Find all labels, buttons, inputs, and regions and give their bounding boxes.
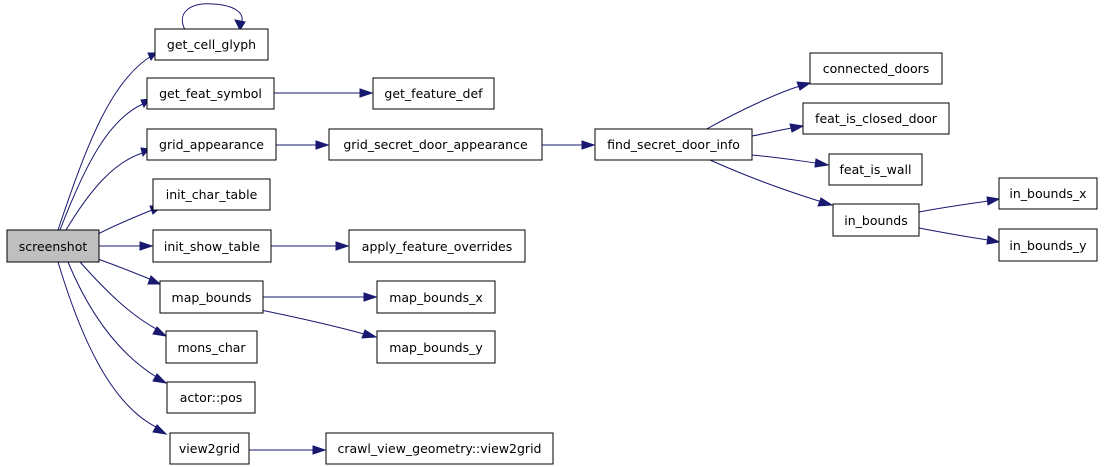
nodes: screenshot get_cell_glyph get_feat_symbo…	[6, 28, 1098, 465]
edge-init-show-table-apply-feature-overrides	[271, 241, 350, 251]
node-map-bounds-y[interactable]: map_bounds_y	[376, 330, 496, 364]
edge-screenshot-get-cell-glyph	[57, 52, 157, 231]
node-actor-pos-label: actor::pos	[180, 390, 243, 405]
node-map-bounds-label: map_bounds	[172, 290, 252, 305]
node-get-feat-symbol[interactable]: get_feat_symbol	[146, 77, 275, 110]
node-find-secret-door-info-label: find_secret_door_info	[607, 137, 740, 152]
node-find-secret-door-info[interactable]: find_secret_door_info	[594, 128, 753, 161]
node-view2grid[interactable]: view2grid	[169, 432, 250, 465]
edge-find-secret-door-info-feat-is-closed-door	[751, 123, 805, 137]
node-mons-char[interactable]: mons_char	[165, 330, 258, 364]
node-feat-is-wall-label: feat_is_wall	[840, 162, 912, 177]
node-apply-feature-overrides-label: apply_feature_overrides	[362, 239, 512, 254]
edge-screenshot-grid-appearance	[65, 147, 150, 231]
node-screenshot[interactable]: screenshot	[6, 229, 100, 263]
edge-map-bounds-map-bounds-x	[263, 292, 378, 302]
node-connected-doors-label: connected_doors	[823, 61, 930, 76]
node-init-char-table[interactable]: init_char_table	[152, 178, 271, 211]
node-map-bounds-x-label: map_bounds_x	[389, 290, 483, 305]
node-in-bounds-x-label: in_bounds_x	[1009, 186, 1086, 201]
node-in-bounds-y[interactable]: in_bounds_y	[998, 228, 1098, 262]
edge-screenshot-get-feat-symbol	[59, 98, 150, 231]
node-in-bounds[interactable]: in_bounds	[832, 203, 920, 237]
node-grid-secret-door-appearance[interactable]: grid_secret_door_appearance	[328, 128, 543, 161]
edge-get-cell-glyph-self	[182, 3, 246, 32]
node-actor-pos[interactable]: actor::pos	[166, 381, 256, 414]
edge-map-bounds-map-bounds-y	[255, 308, 378, 339]
node-init-show-table-label: init_show_table	[164, 239, 261, 254]
edge-grid-appearance-grid-secret-door-appearance	[276, 140, 330, 150]
node-init-char-table-label: init_char_table	[166, 187, 258, 202]
node-get-cell-glyph[interactable]: get_cell_glyph	[154, 28, 269, 61]
node-in-bounds-y-label: in_bounds_y	[1009, 238, 1087, 253]
edge-grid-secret-door-appearance-find-secret-door-info	[542, 140, 596, 150]
node-grid-appearance[interactable]: grid_appearance	[146, 128, 277, 161]
edge-find-secret-door-info-connected-doors	[704, 81, 812, 131]
edge-screenshot-actor-pos	[67, 261, 168, 384]
edge-in-bounds-in-bounds-x	[918, 196, 1001, 213]
node-connected-doors[interactable]: connected_doors	[809, 52, 943, 85]
node-init-show-table[interactable]: init_show_table	[152, 229, 272, 263]
node-screenshot-label: screenshot	[19, 239, 88, 254]
node-feat-is-closed-door[interactable]: feat_is_closed_door	[802, 102, 950, 135]
edge-screenshot-map-bounds	[97, 258, 162, 285]
node-crawl-view-geometry-view2grid-label: crawl_view_geometry::view2grid	[338, 441, 542, 456]
edge-screenshot-init-show-table	[99, 241, 154, 251]
edge-find-secret-door-info-feat-is-wall	[751, 154, 830, 168]
node-get-cell-glyph-label: get_cell_glyph	[167, 37, 256, 52]
node-feat-is-closed-door-label: feat_is_closed_door	[815, 111, 938, 126]
node-get-feature-def[interactable]: get_feature_def	[372, 77, 495, 110]
edge-in-bounds-in-bounds-y	[918, 227, 1001, 245]
node-feat-is-wall[interactable]: feat_is_wall	[828, 153, 923, 186]
node-map-bounds-y-label: map_bounds_y	[389, 340, 483, 355]
node-get-feature-def-label: get_feature_def	[384, 86, 483, 101]
edge-screenshot-init-char-table	[97, 205, 164, 235]
node-grid-appearance-label: grid_appearance	[159, 137, 264, 152]
node-in-bounds-x[interactable]: in_bounds_x	[998, 177, 1098, 210]
node-map-bounds-x[interactable]: map_bounds_x	[376, 280, 496, 314]
edge-view2grid-crawl-view-geometry-view2grid	[249, 445, 327, 455]
node-crawl-view-geometry-view2grid[interactable]: crawl_view_geometry::view2grid	[325, 432, 554, 465]
edge-get-feat-symbol-get-feature-def	[274, 88, 374, 98]
node-get-feat-symbol-label: get_feat_symbol	[159, 86, 262, 101]
edge-find-secret-door-info-in-bounds	[709, 159, 834, 207]
edge-screenshot-view2grid	[57, 261, 168, 435]
node-grid-secret-door-appearance-label: grid_secret_door_appearance	[343, 137, 528, 152]
node-view2grid-label: view2grid	[179, 441, 240, 456]
node-apply-feature-overrides[interactable]: apply_feature_overrides	[348, 229, 526, 263]
node-mons-char-label: mons_char	[177, 340, 246, 355]
node-map-bounds[interactable]: map_bounds	[159, 280, 264, 314]
node-in-bounds-label: in_bounds	[844, 213, 908, 228]
edge-screenshot-mons-char	[79, 261, 168, 337]
